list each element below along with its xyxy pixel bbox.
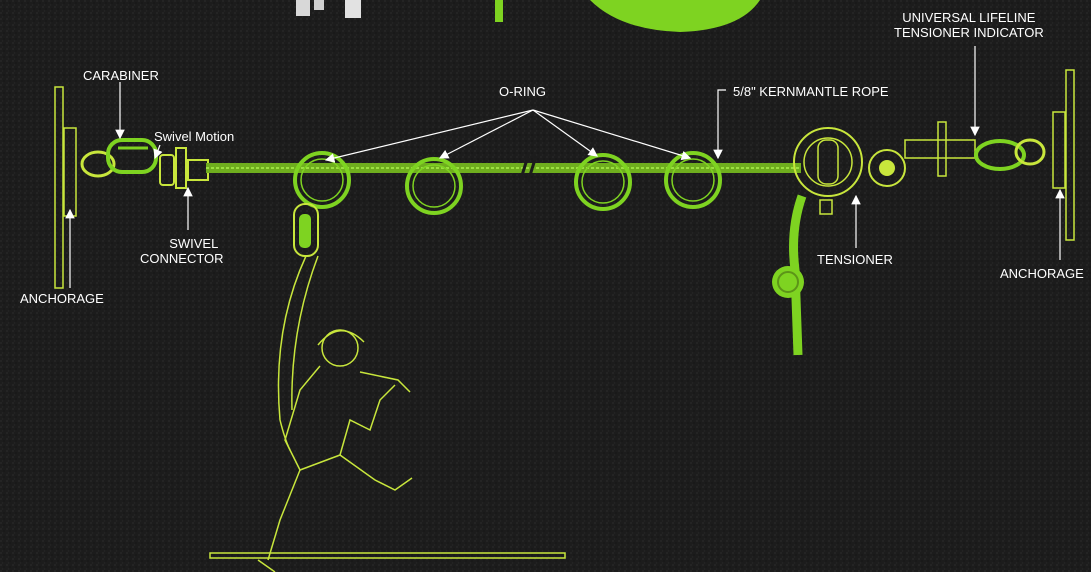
label-swivel-connector: SWIVEL CONNECTOR bbox=[164, 236, 224, 266]
label-rope: 5/8" KERNMANTLE ROPE bbox=[733, 84, 889, 99]
label-indicator-line-2: TENSIONER INDICATOR bbox=[894, 25, 1044, 40]
label-indicator-line-1: UNIVERSAL LIFELINE bbox=[894, 10, 1044, 25]
label-anchorage-left: ANCHORAGE bbox=[20, 291, 104, 306]
label-tensioner: TENSIONER bbox=[817, 252, 893, 267]
label-swivel-connector-line-2: CONNECTOR bbox=[140, 251, 224, 266]
label-tensioner-indicator: UNIVERSAL LIFELINE TENSIONER INDICATOR bbox=[894, 10, 1044, 40]
label-anchorage-right: ANCHORAGE bbox=[1000, 266, 1084, 281]
label-carabiner: CARABINER bbox=[83, 68, 159, 83]
label-swivel-motion: Swivel Motion bbox=[154, 129, 234, 144]
label-o-ring: O-RING bbox=[499, 84, 546, 99]
label-swivel-connector-line-1: SWIVEL bbox=[164, 236, 224, 251]
